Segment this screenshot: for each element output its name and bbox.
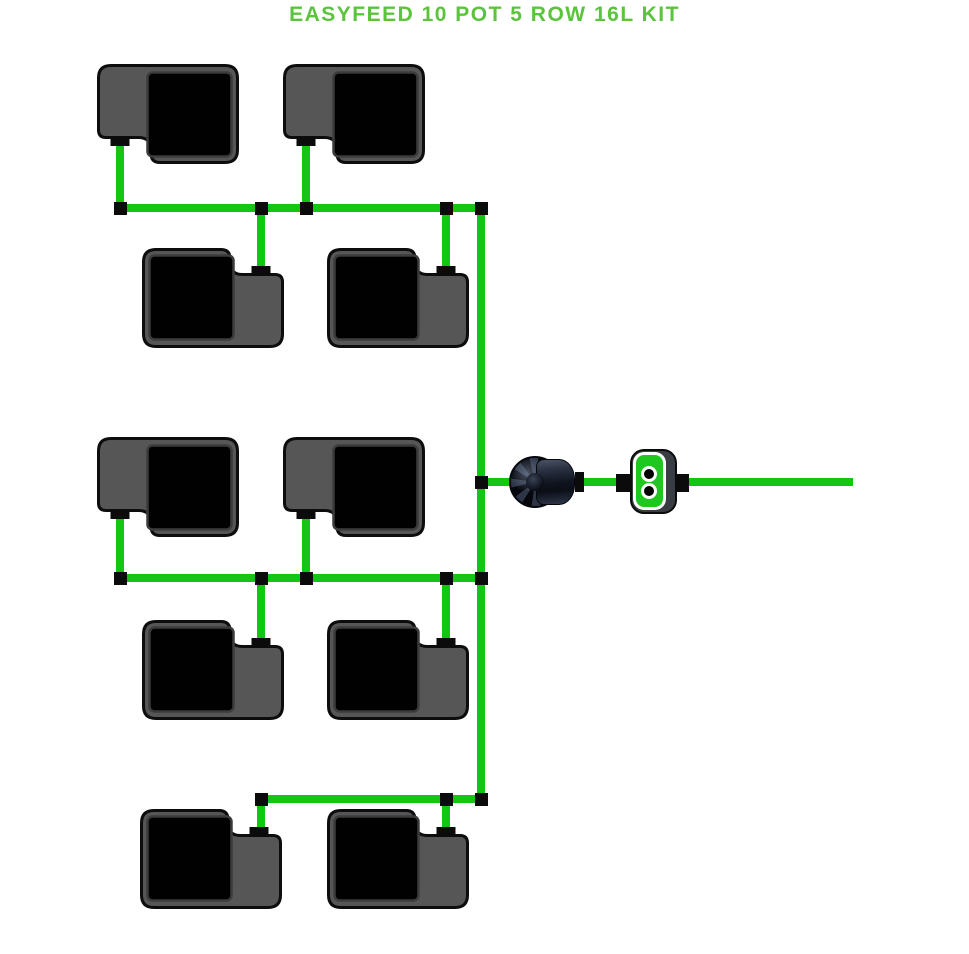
- pot-svg: [283, 437, 425, 537]
- page-title: EASYFEED 10 POT 5 ROW 16L KIT: [289, 3, 680, 26]
- tube-row5-pot1-feed: [257, 803, 265, 840]
- tee-junction-11: [254, 792, 268, 806]
- pot-svg: [142, 620, 284, 720]
- pot-row4-pot2: [327, 620, 469, 720]
- tube-row1-pot2-drop: [302, 135, 310, 212]
- pot-feed-connector: [296, 509, 316, 519]
- tube-row1-pot1-drop: [116, 135, 124, 212]
- tube-row3-pot1-drop: [116, 508, 124, 582]
- pot-feed-connector: [436, 638, 456, 648]
- pot-svg: [97, 437, 239, 537]
- pot-feed-connector: [296, 136, 316, 146]
- tap-knob-center: [526, 473, 544, 491]
- easyfeed-doser-icon: [630, 449, 677, 514]
- tee-junction-4: [439, 201, 453, 215]
- pot-row2-pot1: [142, 248, 284, 348]
- tee-junction-9: [439, 571, 453, 585]
- tee-junction-12: [439, 792, 453, 806]
- connector-doser-inlet: [616, 474, 631, 492]
- tube-row3-pot2-drop: [302, 508, 310, 582]
- pot-row3-pot2: [283, 437, 425, 537]
- tube-row2-pot1-feed: [257, 208, 265, 279]
- tee-junction-10: [474, 571, 488, 585]
- tee-junction-14: [474, 475, 488, 489]
- pot-row3-pot1: [97, 437, 239, 537]
- tube-row5-pot2-feed: [442, 803, 450, 840]
- pot-svg: [142, 248, 284, 348]
- pot-row2-pot2: [327, 248, 469, 348]
- tee-junction-5: [474, 201, 488, 215]
- pot-feed-connector: [436, 266, 456, 276]
- tee-junction-8: [299, 571, 313, 585]
- pot-feed-connector: [110, 509, 130, 519]
- tee-junction-6: [113, 571, 127, 585]
- tee-junction-1: [113, 201, 127, 215]
- pot-row1-pot1: [97, 64, 239, 164]
- pot-feed-connector: [251, 266, 271, 276]
- tube-trunk: [477, 204, 485, 803]
- tube-row4-pot2-feed: [442, 582, 450, 651]
- pot-svg: [283, 64, 425, 164]
- pot-svg: [140, 809, 282, 909]
- pot-svg: [327, 248, 469, 348]
- pot-feed-connector: [110, 136, 130, 146]
- pot-row5-pot1: [140, 809, 282, 909]
- tube-manifold-3: [257, 795, 485, 803]
- tee-junction-2: [254, 201, 268, 215]
- tee-junction-7: [254, 571, 268, 585]
- pot-svg: [327, 620, 469, 720]
- tube-row2-pot2-feed: [442, 208, 450, 279]
- pot-row4-pot1: [142, 620, 284, 720]
- pot-svg: [97, 64, 239, 164]
- tee-junction-3: [299, 201, 313, 215]
- connector-tap-outlet: [575, 472, 584, 492]
- pot-feed-connector: [249, 827, 269, 837]
- inline-tap-icon: [509, 455, 575, 508]
- doser-port-bottom-icon: [641, 483, 657, 499]
- pot-feed-connector: [436, 827, 456, 837]
- tube-row4-pot1-feed: [257, 582, 265, 651]
- tee-junction-13: [474, 792, 488, 806]
- doser-port-top-icon: [641, 466, 657, 482]
- pot-row1-pot2: [283, 64, 425, 164]
- pot-feed-connector: [251, 638, 271, 648]
- pot-row5-pot2: [327, 809, 469, 909]
- pot-svg: [327, 809, 469, 909]
- connector-doser-outlet: [675, 474, 689, 492]
